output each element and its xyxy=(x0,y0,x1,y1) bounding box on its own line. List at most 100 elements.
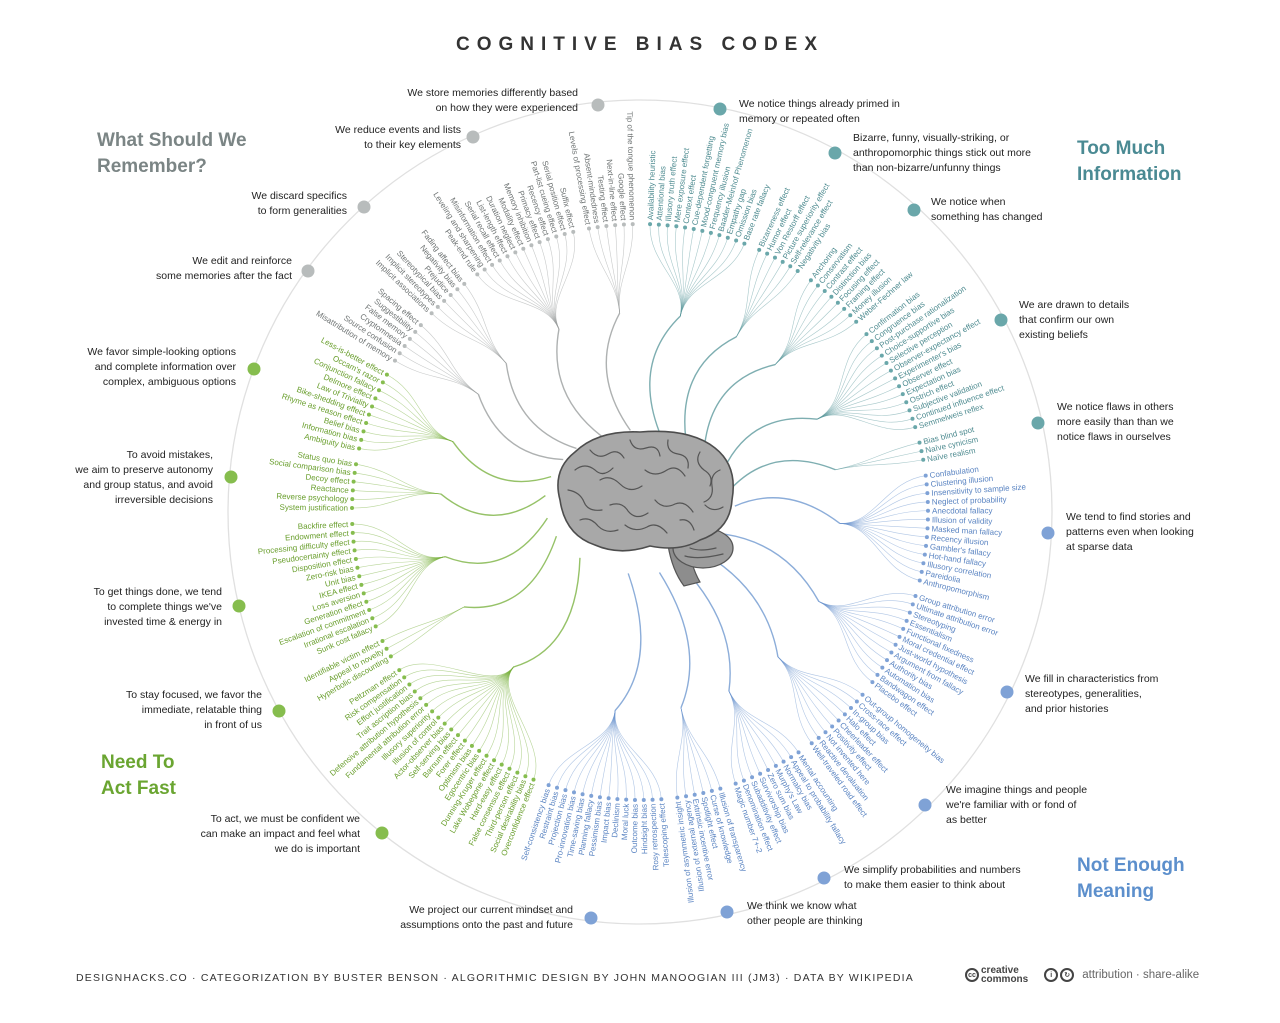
bias-label[interactable]: Neglect of probability xyxy=(932,495,1007,507)
branch-leaf xyxy=(505,666,515,769)
category-label-line: to their key elements xyxy=(364,139,461,151)
branch-leaf xyxy=(835,442,920,471)
category-label-line: we're familiar with or fond of xyxy=(946,799,1077,811)
branch-leaf xyxy=(369,556,446,611)
category-label-line: complex, ambiguous options xyxy=(102,376,236,388)
branch-leaf xyxy=(817,333,867,420)
bias-dot xyxy=(919,449,924,454)
branch-leaf xyxy=(553,236,560,330)
branch-trunk xyxy=(556,329,602,437)
branch-trunk xyxy=(452,441,552,483)
bias-dot xyxy=(742,241,747,246)
category-node[interactable] xyxy=(1000,685,1014,699)
category-node[interactable] xyxy=(1031,416,1045,430)
bias-label[interactable]: Availability heuristic xyxy=(646,150,657,220)
bias-dot xyxy=(407,336,412,341)
branch-leaf xyxy=(614,225,621,314)
branch-leaf xyxy=(728,691,799,753)
bias-label[interactable]: Hindsight bias xyxy=(640,804,650,854)
bias-label[interactable]: Google effect xyxy=(616,173,628,222)
bias-dot xyxy=(350,488,355,493)
bias-dot xyxy=(897,634,902,639)
bias-dot xyxy=(521,246,526,251)
bias-dot xyxy=(351,479,356,484)
bias-dot xyxy=(418,696,423,701)
branch-leaf xyxy=(774,280,812,365)
bias-label[interactable]: Masked man fallacy xyxy=(931,524,1002,537)
bias-label[interactable]: Attentional bias xyxy=(655,166,668,221)
bias-label[interactable]: Moral luck xyxy=(620,802,631,840)
bias-dot xyxy=(923,473,928,478)
bias-dot xyxy=(505,254,510,259)
category-label-line: To act, we must be confident we xyxy=(210,813,360,825)
category-node[interactable] xyxy=(907,203,921,217)
bias-label[interactable]: Impact bias xyxy=(600,802,613,844)
category-node[interactable] xyxy=(817,871,831,885)
category-node[interactable] xyxy=(713,102,727,116)
branch-leaf xyxy=(493,666,514,761)
branch-trunk xyxy=(477,393,564,461)
category-label-line: We discard specifics xyxy=(251,190,347,202)
bias-label[interactable]: System justification xyxy=(279,503,348,513)
bias-label[interactable]: Outcome bias xyxy=(630,804,640,854)
branch-leaf xyxy=(420,324,479,395)
bias-label[interactable]: Rosy retrospection xyxy=(649,804,661,871)
bias-dot xyxy=(357,446,362,451)
category-node[interactable] xyxy=(301,264,315,278)
bias-label[interactable]: Illusion of validity xyxy=(932,515,993,526)
category-node[interactable] xyxy=(247,362,261,376)
category-label-line: We think we know what xyxy=(747,900,857,912)
bias-dot xyxy=(848,313,853,318)
category-node[interactable] xyxy=(272,704,286,718)
category-node[interactable] xyxy=(720,905,734,919)
category-node[interactable] xyxy=(232,599,246,613)
bias-label[interactable]: Anecdotal fallacy xyxy=(932,506,993,515)
bias-label[interactable]: Reactance xyxy=(310,483,349,495)
branch-leaf xyxy=(464,283,507,364)
branch-leaf xyxy=(361,437,453,443)
category-node[interactable] xyxy=(357,200,371,214)
category-node[interactable] xyxy=(466,130,480,144)
bias-dot xyxy=(924,543,929,548)
branch-leaf xyxy=(404,666,514,678)
bias-dot xyxy=(352,548,357,553)
branch-leaf xyxy=(437,306,507,364)
category-node[interactable] xyxy=(1041,526,1055,540)
bias-label[interactable]: Reverse psychology xyxy=(276,492,348,504)
bias-label[interactable]: Tip of the tongue phenomenon xyxy=(625,111,637,220)
bias-dot xyxy=(880,665,885,670)
bias-dot xyxy=(854,699,859,704)
bias-label[interactable]: Backfire effect xyxy=(298,520,350,531)
branch-leaf xyxy=(556,710,616,788)
category-node[interactable] xyxy=(994,313,1008,327)
bias-dot xyxy=(357,574,362,579)
branch-leaf xyxy=(680,707,696,795)
cc-wordmark: creative commons xyxy=(981,966,1028,985)
category-node[interactable] xyxy=(918,798,932,812)
bias-dot xyxy=(836,718,841,723)
category-label-line: We store memories differently based xyxy=(407,87,578,99)
heading-line: Information xyxy=(1077,164,1182,185)
bias-dot xyxy=(531,777,536,782)
category-label-line: some memories after the fact xyxy=(156,270,292,282)
branch-leaf xyxy=(614,710,653,800)
bias-dot xyxy=(513,250,518,255)
category-label-line: We fill in characteristics from xyxy=(1025,673,1159,685)
bias-dot xyxy=(364,599,369,604)
bias-label[interactable]: Declinism xyxy=(610,802,622,838)
bias-dot xyxy=(772,255,777,260)
creative-commons-logo[interactable]: cc creative commons xyxy=(965,966,1028,985)
bias-dot xyxy=(922,552,927,557)
category-node[interactable] xyxy=(584,911,598,925)
bias-dot xyxy=(477,748,482,753)
category-node[interactable] xyxy=(224,470,238,484)
license-text: attribution · share-alike xyxy=(1082,969,1200,981)
category-node[interactable] xyxy=(828,146,842,160)
category-node[interactable] xyxy=(375,826,389,840)
category-node[interactable] xyxy=(591,98,605,112)
category-label-line: To avoid mistakes, xyxy=(126,449,213,461)
bias-dot xyxy=(808,278,813,283)
